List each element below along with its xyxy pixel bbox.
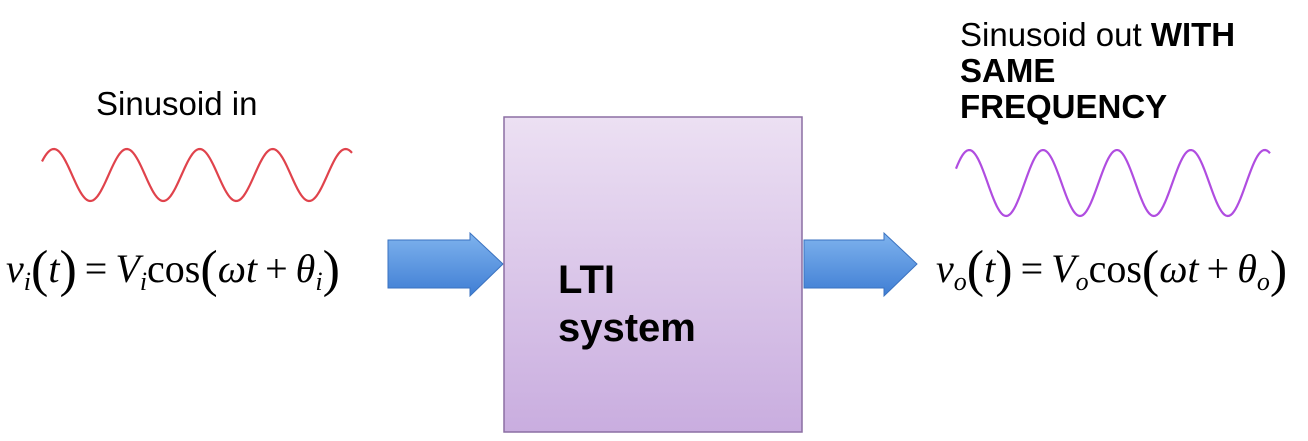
output-sinusoid-wave: [954, 148, 1271, 218]
lti-label-line2: system: [558, 306, 696, 350]
eq-phase: θ: [1237, 246, 1257, 291]
eq-amp-sub: o: [1075, 267, 1089, 296]
output-caption-bold-2: SAME: [960, 52, 1056, 89]
eq-phase-sub: i: [315, 267, 323, 296]
output-equation: vo(t) = Vocos(ωt + θo): [936, 241, 1288, 298]
output-arrow: [803, 231, 918, 298]
input-caption: Sinusoid in: [96, 85, 258, 122]
eq-func: cos: [147, 246, 201, 291]
eq-omega: ω: [1159, 246, 1188, 291]
input-equation: vi(t) = Vicos(ωt + θi): [6, 241, 340, 298]
output-caption-bold-3: FREQUENCY: [960, 88, 1168, 125]
eq-amp: V: [115, 246, 140, 291]
eq-lhs-var: v: [6, 246, 24, 291]
eq-t: t: [245, 246, 258, 291]
eq-equals: =: [1020, 246, 1044, 291]
eq-omega: ω: [217, 246, 246, 291]
eq-lhs-var: v: [936, 246, 954, 291]
eq-arg: t: [984, 246, 996, 291]
eq-arg: t: [48, 246, 60, 291]
output-caption-bold-1: WITH: [1150, 16, 1236, 53]
eq-phase-sub: o: [1256, 267, 1270, 296]
eq-lhs-sub: o: [953, 267, 967, 296]
eq-func: cos: [1088, 246, 1142, 291]
input-sinusoid-wave: [41, 147, 353, 203]
eq-plus: +: [265, 246, 288, 291]
output-caption: Sinusoid out WITH SAME FREQUENCY: [960, 17, 1300, 125]
input-arrow: [387, 231, 504, 298]
eq-equals: =: [84, 246, 108, 291]
eq-phase: θ: [295, 246, 316, 291]
eq-t: t: [1187, 246, 1199, 291]
eq-lhs-sub: i: [23, 267, 31, 296]
eq-amp: V: [1051, 246, 1076, 291]
lti-label-line1: LTI: [558, 258, 616, 302]
eq-plus: +: [1206, 246, 1230, 291]
lti-system-label: LTI system: [558, 256, 696, 352]
lti-system-block: [503, 116, 803, 433]
eq-amp-sub: i: [139, 267, 148, 296]
output-caption-plain: Sinusoid out: [960, 16, 1151, 53]
